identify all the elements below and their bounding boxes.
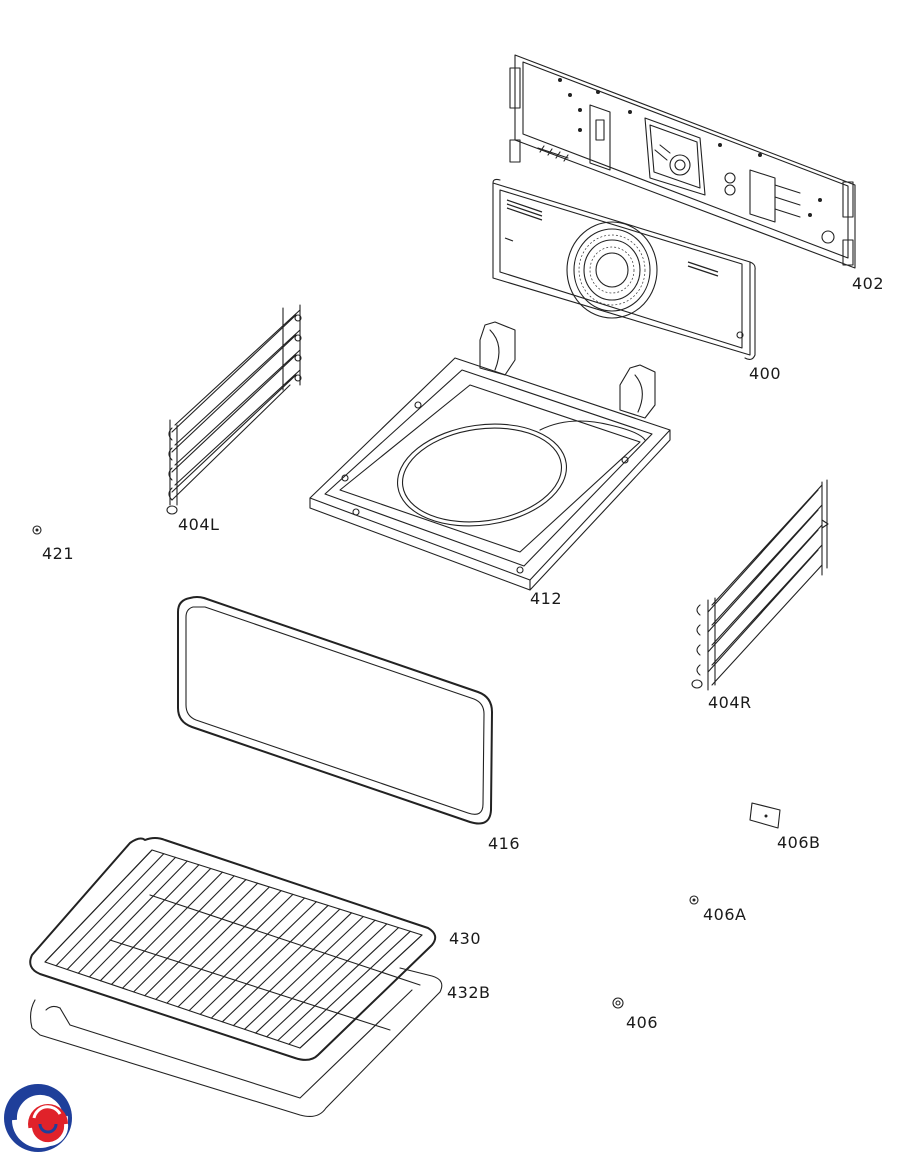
label-400: 400 [749,364,782,383]
grill-wire [99,867,212,982]
label-406: 406 [626,1013,659,1032]
screw-421 [32,525,42,535]
grill-wire [144,882,259,997]
grill-wire [244,915,364,1030]
grill-wire [66,856,177,971]
grill-wire [77,860,188,974]
label-406B: 406B [777,833,821,852]
grill-wire [177,893,294,1008]
label-402: 402 [852,274,885,293]
brand-logo [4,1084,72,1152]
label-416: 416 [488,834,521,853]
label-412: 412 [530,589,563,608]
side-rack-404R [691,479,829,691]
side-rack-404L [166,304,302,515]
grill-wire [255,919,376,1034]
grill-wire [188,897,306,1012]
grill-wire [288,930,411,1045]
grill-wire [266,923,388,1038]
label-430: 430 [449,929,482,948]
baking-tray-432B [29,967,443,1117]
nut-406A [689,895,699,905]
grill-wire [277,927,400,1042]
label-421: 421 [42,544,75,563]
grill-wire [110,871,223,985]
grill-wire [210,904,329,1019]
grill-wire [122,875,235,989]
back-panel-402 [509,54,856,269]
grill-wire [166,890,282,1004]
grill-wire [88,864,200,978]
grill-wire [199,901,317,1015]
grill-wire [133,879,247,993]
washer-406 [612,997,624,1009]
door-gasket-416 [177,596,493,825]
grill-wire [221,908,341,1023]
label-406A: 406A [703,905,747,924]
fan-cover-400 [492,178,756,361]
label-432B: 432B [447,983,491,1002]
grill-wire [44,849,153,963]
base-frame-412 [309,321,671,591]
bracket-406B [749,802,781,829]
label-404L: 404L [178,515,220,534]
wire-grill-430 [29,837,437,1061]
grill-wires [44,849,423,1049]
grill-wire [299,934,423,1049]
label-404R: 404R [708,693,752,712]
grill-wire [155,886,270,1000]
grill-wire [55,853,165,967]
grill-wire [232,912,353,1027]
